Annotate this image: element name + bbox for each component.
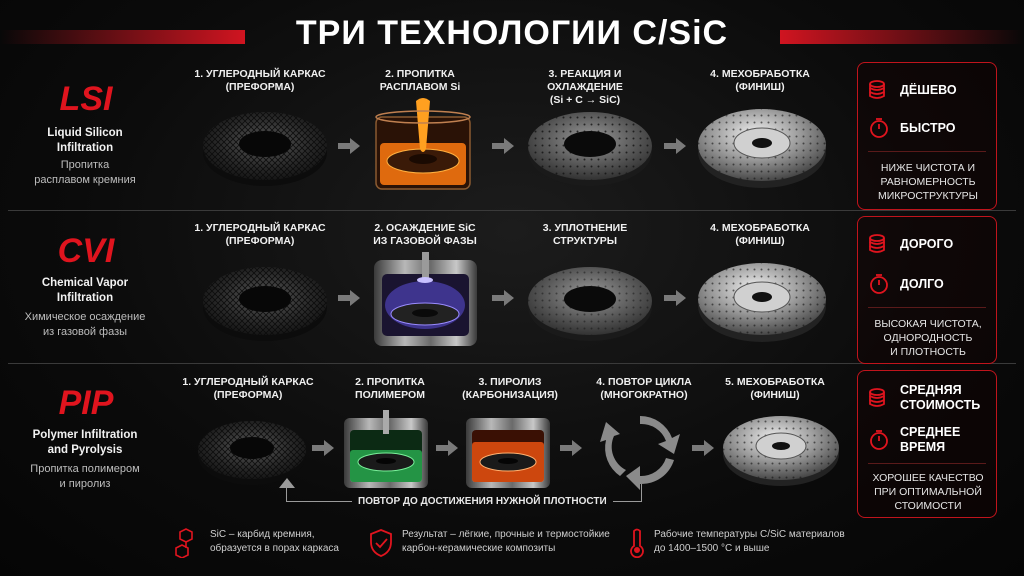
time-item: ДОЛГО — [868, 273, 944, 295]
row-divider — [8, 363, 1016, 364]
arrow-right-icon — [692, 440, 714, 456]
arrow-right-icon — [312, 440, 334, 456]
reacted-sic-disc — [528, 112, 652, 186]
carbon-preform-disc — [198, 421, 306, 485]
process-code: LSI — [59, 80, 113, 118]
cost-item: ДОРОГО — [868, 233, 953, 255]
carbon-preform-disc — [203, 267, 327, 341]
panel-divider — [868, 151, 986, 152]
finished-brake-disc — [723, 416, 839, 486]
step-label: 4. МЕХОБРАБОТКА(ФИНИШ) — [710, 68, 810, 93]
finished-brake-disc — [698, 109, 826, 188]
coins-icon — [869, 80, 885, 99]
shield-check-icon — [370, 529, 392, 557]
step-label: 1. УГЛЕРОДНЫЙ КАРКАС(ПРЕФОРМА) — [182, 376, 314, 401]
title-area: ТРИ ТЕХНОЛОГИИ C/SiC — [0, 8, 1024, 56]
cvi-reactor-chamber — [374, 252, 477, 346]
stopwatch-icon — [870, 430, 888, 450]
molten-silicon-vessel — [375, 98, 471, 190]
step-label: 5. МЕХОБРАБОТКА(ФИНИШ) — [725, 376, 825, 401]
cvi-summary-panel: ДОРОГО ДОЛГО ВЫСОКАЯ ЧИСТОТА,ОДНОРОДНОСТ… — [857, 216, 997, 364]
finished-brake-disc — [698, 263, 826, 342]
step-label: 4. МЕХОБРАБОТКА(ФИНИШ) — [710, 222, 810, 247]
pyrolysis-furnace — [466, 418, 550, 488]
arrow-right-icon — [560, 440, 582, 456]
stopwatch-icon — [870, 274, 888, 294]
stopwatch-icon — [870, 118, 888, 138]
panel-divider — [868, 463, 986, 464]
panel-divider — [868, 307, 986, 308]
arrow-right-icon — [338, 138, 360, 154]
arrow-up-icon — [279, 478, 295, 488]
time-item: БЫСТРО — [868, 117, 955, 139]
step-label: 3. РЕАКЦИЯ И ОХЛАЖДЕНИЕ(Si + C → SiC) — [547, 68, 623, 106]
carbon-preform-disc — [203, 112, 327, 186]
process-code: PIP — [58, 384, 114, 422]
footer-note: Результат – лёгкие, прочные и термостойк… — [368, 528, 610, 558]
densified-disc — [528, 267, 652, 341]
step-label: 1. УГЛЕРОДНЫЙ КАРКАС(ПРЕФОРМА) — [194, 222, 326, 247]
arrow-right-icon — [664, 138, 686, 154]
title-accent-left — [0, 30, 245, 44]
process-code: CVI — [57, 232, 115, 270]
row-divider — [8, 210, 1016, 211]
page-title: ТРИ ТЕХНОЛОГИИ C/SiC — [295, 14, 729, 52]
title-accent-right — [780, 30, 1024, 44]
arrow-right-icon — [492, 138, 514, 154]
repeat-loop-label: ПОВТОР ДО ДОСТИЖЕНИЯ НУЖНОЙ ПЛОТНОСТИ — [352, 496, 613, 507]
polymer-impregnation-tank — [344, 410, 428, 488]
molecule-icon — [175, 528, 193, 558]
cost-item: ДЁШЕВО — [868, 79, 957, 101]
coins-icon — [869, 388, 885, 407]
thermometer-icon — [630, 528, 644, 558]
footer-note: SiC – карбид кремния,образуется в порах … — [172, 528, 339, 558]
step-label: 3. ПИРОЛИЗ(КАРБОНИЗАЦИЯ) — [462, 376, 558, 401]
coins-icon — [869, 234, 885, 253]
arrow-right-icon — [338, 290, 360, 306]
step-label: 1. УГЛЕРОДНЫЙ КАРКАС(ПРЕФОРМА) — [194, 68, 326, 93]
arrow-right-icon — [436, 440, 458, 456]
repeat-cycle-icon — [600, 415, 680, 490]
step-label: 4. ПОВТОР ЦИКЛА(МНОГОКРАТНО) — [596, 376, 692, 401]
arrow-right-icon — [664, 290, 686, 306]
arrow-right-icon — [492, 290, 514, 306]
